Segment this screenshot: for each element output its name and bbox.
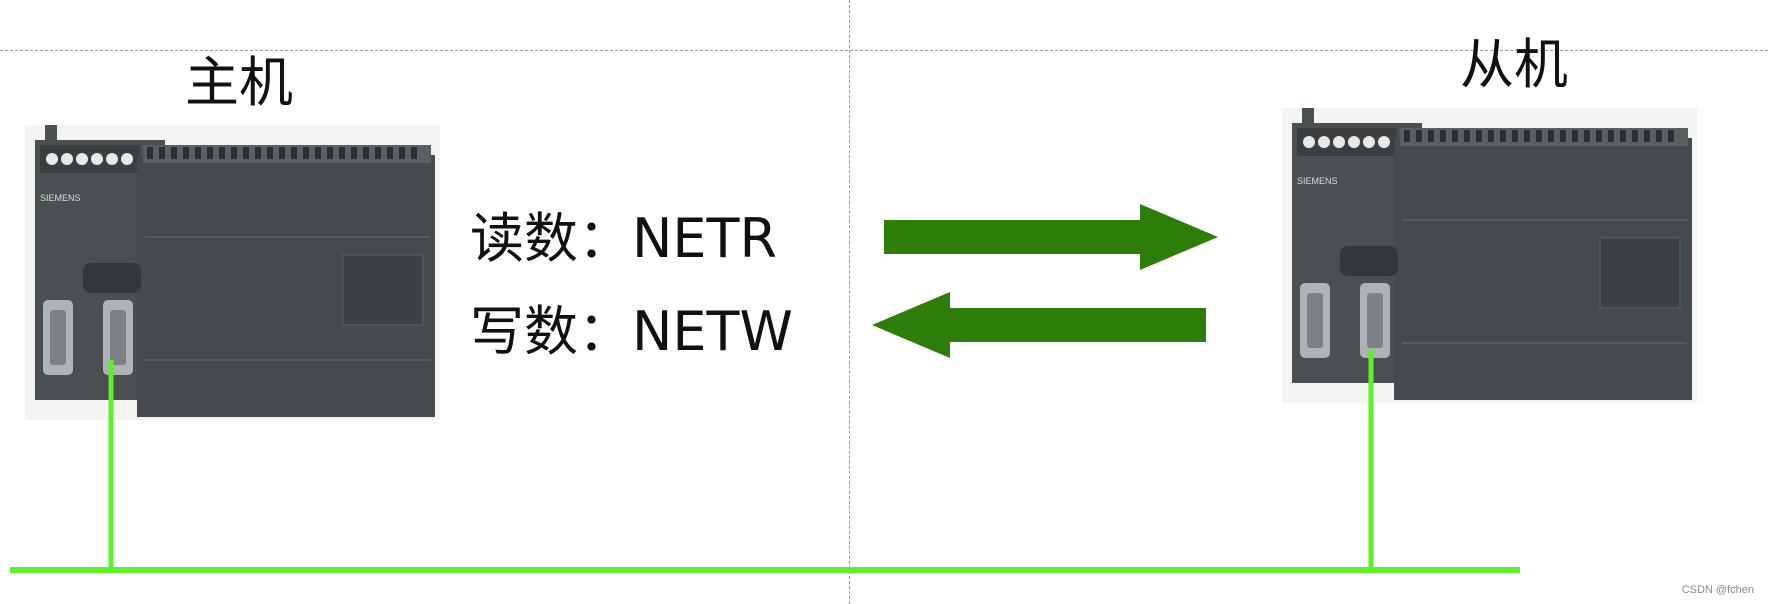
guide-line-vertical <box>849 0 850 604</box>
watermark: CSDN @fchen <box>1681 584 1754 596</box>
read-arrow-right <box>884 204 1218 270</box>
slave-label: 从机 <box>1460 33 1568 96</box>
read-operation-label: 读数：NETR <box>470 207 778 270</box>
write-arrow-left <box>872 292 1206 358</box>
guide-line-horizontal <box>0 50 1768 51</box>
master-brand-text: SIEMENS <box>40 193 81 203</box>
write-operation-label: 写数：NETW <box>470 300 793 363</box>
slave-plc-image: SIEMENS <box>1282 108 1697 403</box>
master-plc-image: SIEMENS <box>25 125 440 420</box>
slave-brand-text: SIEMENS <box>1297 176 1338 186</box>
master-label: 主机 <box>185 51 293 114</box>
